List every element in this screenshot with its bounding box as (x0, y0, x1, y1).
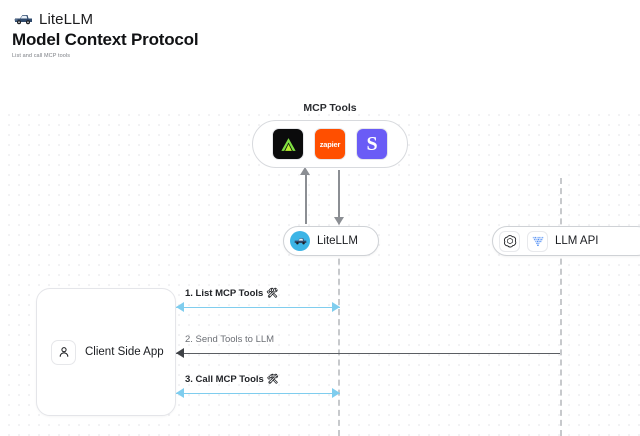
diagram-canvas[interactable]: MCP Tools zapier S (0, 66, 640, 436)
client-side-app-box[interactable]: Client Side App (36, 288, 176, 416)
flow-3-arrowhead-left-icon (176, 388, 184, 398)
flow-2-arrowhead-left-icon (176, 348, 184, 358)
openai-icon (499, 230, 520, 252)
flow-list-mcp-tools[interactable]: 1. List MCP Tools 🛠 (176, 288, 340, 314)
arrowhead-down-icon (334, 217, 344, 225)
flow-1-line (176, 307, 340, 309)
flow-3-label: 3. Call MCP Tools 🛠 (185, 374, 279, 385)
flow-1-label: 1. List MCP Tools 🛠 (185, 288, 278, 299)
page-title: Model Context Protocol (12, 30, 199, 49)
mcp-tools-box[interactable]: zapier S (252, 120, 408, 168)
arrowhead-up-icon (300, 167, 310, 175)
flow-1-arrowhead-left-icon (176, 302, 184, 312)
flow-call-mcp-tools[interactable]: 3. Call MCP Tools 🛠 (176, 374, 340, 400)
person-icon (51, 339, 76, 365)
flow-2-line (176, 353, 560, 355)
connector-litellm-to-mcp (305, 174, 307, 224)
tools-emoji-icon: 🛠 (265, 288, 278, 299)
client-side-app-label: Client Side App (85, 346, 164, 358)
flow-2-label: 2. Send Tools to LLM (185, 334, 275, 345)
node-litellm-label: LiteLLM (317, 235, 358, 247)
brand: LiteLLM (14, 8, 93, 30)
flow-3-line (176, 393, 340, 395)
flow-1-label-text: 1. List MCP Tools (185, 288, 264, 299)
mcp-tools-label: MCP Tools (303, 102, 357, 114)
tool-icon-zapier[interactable]: zapier (314, 128, 346, 160)
tool-icon-black-triangle[interactable] (272, 128, 304, 160)
litellm-truck-logo-icon (14, 15, 32, 25)
vertex-ai-glyph (532, 236, 543, 247)
tool-icon-slack-s[interactable]: S (356, 128, 388, 160)
connector-mcp-to-litellm (338, 170, 340, 222)
vertex-ai-icon (527, 230, 548, 252)
flow-1-arrowhead-right-icon (332, 302, 340, 312)
zapier-wordmark: zapier (319, 139, 341, 149)
page-subtitle: List and call MCP tools (12, 53, 71, 59)
flow-3-arrowhead-right-icon (332, 388, 340, 398)
node-llm-api-label: LLM API (555, 235, 599, 247)
tools-emoji-icon: 🛠 (266, 374, 279, 385)
lifeline-llm-api (560, 178, 562, 436)
openai-glyph (503, 235, 516, 248)
litellm-truck-small-icon (294, 238, 306, 245)
brand-name: LiteLLM (39, 10, 94, 28)
node-litellm[interactable]: LiteLLM (283, 226, 379, 256)
node-llm-api[interactable]: LLM API (492, 226, 640, 256)
flow-send-tools-to-llm[interactable]: 2. Send Tools to LLM (176, 334, 560, 360)
person-glyph (59, 347, 68, 357)
slack-s-glyph: S (366, 133, 378, 155)
green-triangle-icon (280, 137, 296, 151)
mcp-tools-group[interactable]: MCP Tools zapier S (252, 102, 408, 168)
flow-3-label-text: 3. Call MCP Tools (185, 374, 264, 385)
litellm-avatar-icon (290, 231, 310, 251)
